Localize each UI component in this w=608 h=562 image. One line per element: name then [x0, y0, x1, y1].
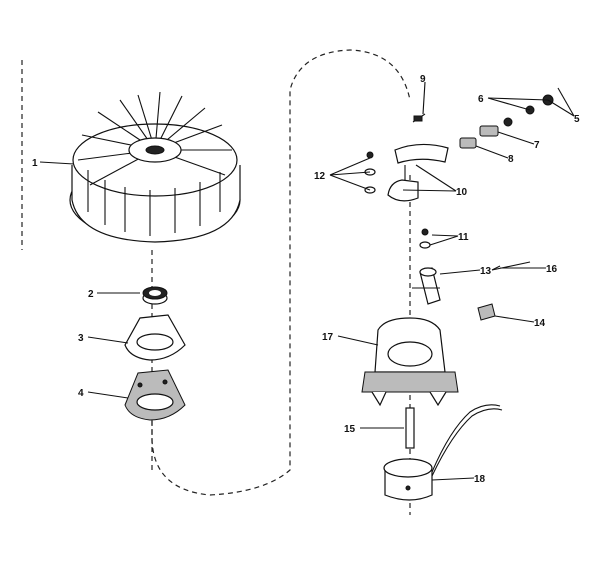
- callout-labels: 1 2 3 4 5 6 7 8 9 10 11 12 13 14 15 16 1…: [32, 74, 580, 485]
- part-block: [459, 137, 477, 149]
- part-bracket: [387, 143, 449, 202]
- part-motor-housing: [361, 317, 459, 407]
- callout-10: 10: [456, 187, 468, 198]
- callout-16: 16: [546, 264, 558, 275]
- callout-4: 4: [78, 388, 84, 399]
- callout-18: 18: [474, 474, 486, 485]
- part-spring: [491, 261, 531, 271]
- callout-15: 15: [344, 424, 356, 435]
- callout-3: 3: [78, 333, 84, 344]
- callout-2: 2: [88, 289, 94, 300]
- part-bushing: [142, 286, 168, 305]
- callout-13: 13: [480, 266, 492, 277]
- callout-7: 7: [534, 140, 540, 151]
- part-gasket-plate: [124, 314, 186, 361]
- part-clip: [479, 125, 499, 137]
- part-washers: [419, 228, 431, 249]
- part-bracket-clip: [477, 303, 496, 321]
- part-mounting-plate: [124, 369, 186, 421]
- callout-6: 6: [478, 94, 484, 105]
- callout-17: 17: [322, 332, 334, 343]
- callout-1: 1: [32, 158, 38, 169]
- callout-12: 12: [314, 171, 326, 182]
- assembly-guide-lines: [21, 49, 411, 515]
- callout-9: 9: [420, 74, 426, 85]
- callout-14: 14: [534, 318, 546, 329]
- callout-8: 8: [508, 154, 514, 165]
- part-switch: [412, 267, 441, 305]
- part-motor: [383, 404, 503, 501]
- part-pin: [412, 113, 426, 123]
- part-fan-flywheel: [69, 91, 241, 243]
- leader-lines: [39, 81, 575, 481]
- callout-5: 5: [574, 114, 580, 125]
- callout-11: 11: [458, 232, 469, 243]
- part-shaft: [405, 407, 415, 449]
